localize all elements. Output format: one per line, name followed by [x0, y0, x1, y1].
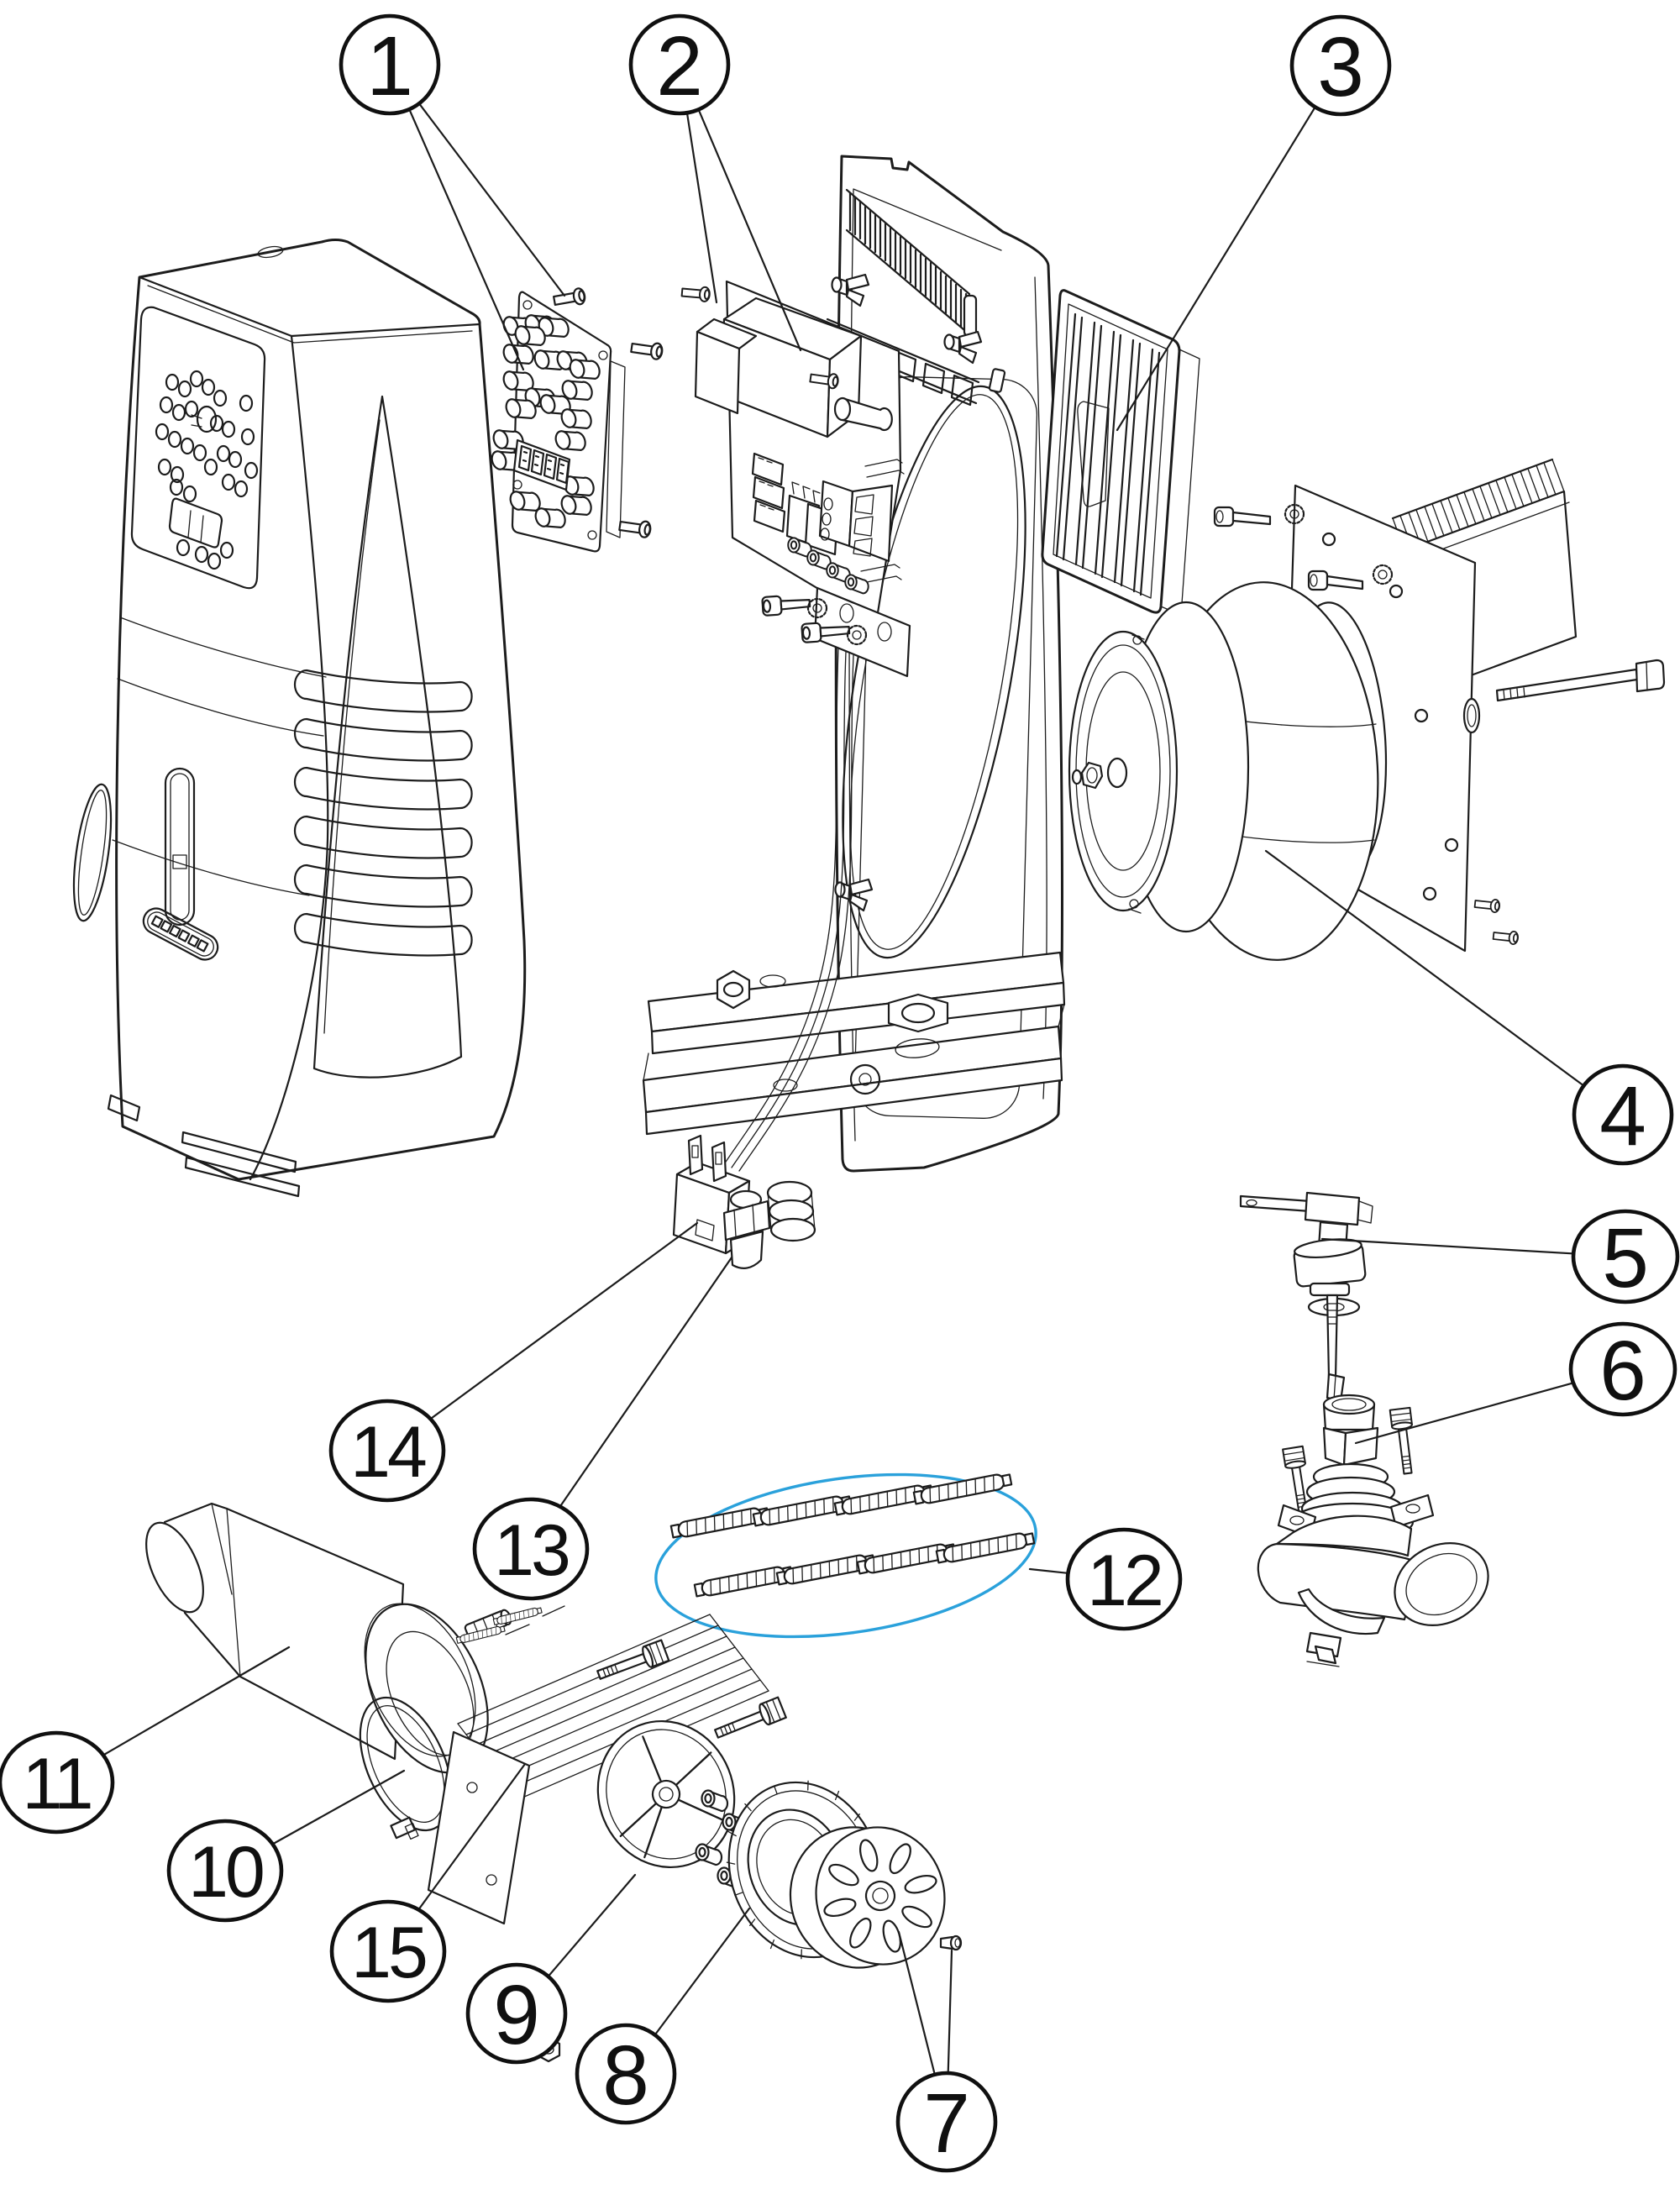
panel-screws [1213, 503, 1520, 946]
part-cell-housing [145, 1502, 512, 1774]
callout-8-label: 8 [602, 2029, 649, 2123]
callout-12: 12 [1065, 1527, 1183, 1631]
callout-13-label: 13 [494, 1510, 569, 1591]
callout-2-label: 2 [656, 19, 703, 113]
part-sensor-probe [1239, 1191, 1373, 1403]
callout-14-label: 14 [350, 1412, 426, 1493]
part-locking-ring [359, 1696, 453, 1840]
callout-9: 9 [465, 1962, 568, 2065]
callout-3: 3 [1289, 14, 1392, 117]
cord-strap [164, 767, 196, 927]
part-cell-head [594, 1639, 787, 1890]
callout-1-label: 1 [366, 19, 413, 113]
part-vent-grille [1041, 289, 1200, 616]
seal-ring [72, 783, 113, 922]
callout-6-label: 6 [1599, 1324, 1646, 1418]
callout-13: 13 [472, 1497, 590, 1601]
brand-badge [142, 907, 219, 961]
callout-14: 14 [328, 1399, 446, 1503]
callout-15: 15 [329, 1899, 447, 2003]
part-cable-gland [722, 1180, 816, 1269]
callout-7-label: 7 [923, 2076, 970, 2171]
seven-segment-display [512, 438, 571, 491]
part-chassis-frame [642, 155, 1066, 1173]
callout-5-label: 5 [1602, 1211, 1649, 1305]
callout-8: 8 [575, 2023, 677, 2125]
long-bolt [1462, 659, 1666, 734]
part-transformer [1068, 581, 1388, 961]
callout-4: 4 [1572, 1063, 1674, 1166]
end-cap-screw [939, 1934, 963, 1951]
chassis-base-plate [642, 951, 1066, 1136]
callout-1: 1 [339, 13, 441, 116]
callout-10-label: 10 [188, 1832, 263, 1913]
callout-12-label: 12 [1087, 1541, 1161, 1621]
grommet-stack [766, 1180, 816, 1242]
callout-5: 5 [1571, 1209, 1680, 1305]
part-power-pcb [680, 280, 911, 678]
part-display-pcb [488, 286, 664, 553]
part-springs-kit [654, 1471, 1037, 1639]
part-valve-clamp [1257, 1394, 1489, 1667]
callout-6: 6 [1568, 1321, 1677, 1418]
callout-4-label: 4 [1599, 1069, 1646, 1163]
part-front-cover [72, 239, 527, 1198]
callout-11-label: 11 [22, 1744, 90, 1824]
terminal-block [818, 480, 894, 563]
knurled-nut [1293, 1238, 1367, 1288]
callout-3-label: 3 [1317, 20, 1364, 114]
callout-9-label: 9 [493, 1968, 540, 2062]
part-end-cap [789, 1826, 963, 1969]
callout-7: 7 [895, 2071, 998, 2173]
callout-2: 2 [628, 13, 731, 116]
callout-15-label: 15 [351, 1913, 426, 1993]
callout-11: 11 [0, 1730, 115, 1835]
callout-10: 10 [166, 1819, 284, 1923]
keypad-panel [130, 306, 266, 590]
chassis-fin-comb [845, 188, 978, 338]
